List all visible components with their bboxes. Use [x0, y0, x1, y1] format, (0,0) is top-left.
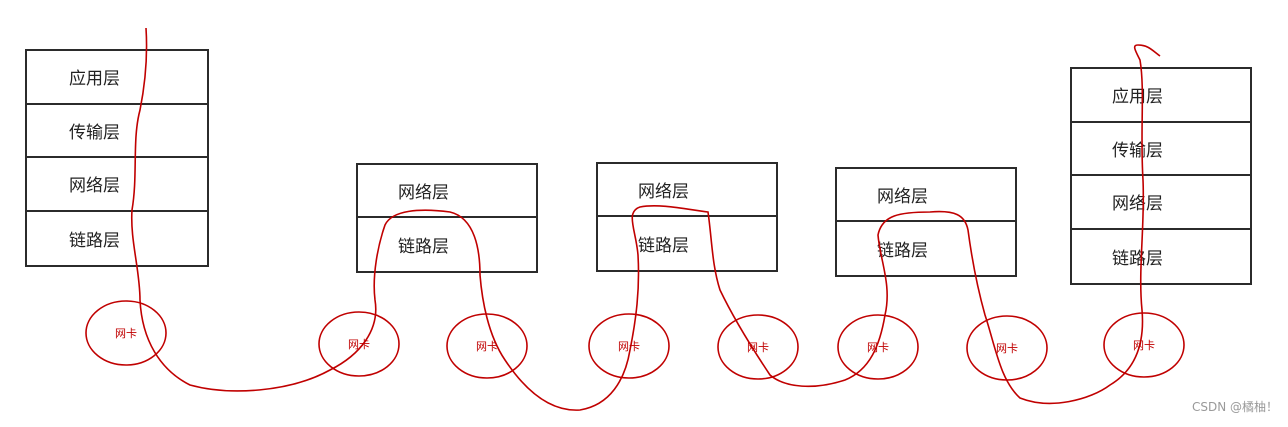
- router-2-stack: 网络层 链路层: [596, 162, 778, 272]
- nic-4: 网卡: [588, 313, 670, 379]
- nic-3: 网卡: [446, 313, 528, 379]
- nic-label: 网卡: [867, 341, 889, 354]
- layer-application: 应用层: [1072, 69, 1250, 123]
- layer-network: 网络层: [27, 158, 207, 212]
- host-b-stack: 应用层 传输层 网络层 链路层: [1070, 67, 1252, 285]
- nic-label: 网卡: [618, 340, 640, 353]
- layer-link: 链路层: [398, 237, 449, 257]
- nic-label: 网卡: [747, 341, 769, 354]
- layer-link: 链路层: [1112, 248, 1163, 269]
- router-3-stack: 网络层 链路层: [835, 167, 1017, 277]
- layer-application: 应用层: [27, 51, 207, 105]
- layer-network: 网络层: [358, 165, 536, 218]
- layer-transport: 传输层: [27, 105, 207, 158]
- layer-link: 链路层: [877, 241, 928, 261]
- nic-6: 网卡: [837, 314, 919, 380]
- layer-network: 网络层: [837, 169, 1015, 222]
- router-1-stack: 网络层 链路层: [356, 163, 538, 273]
- nic-7: 网卡: [966, 315, 1048, 381]
- nic-8: 网卡: [1103, 312, 1185, 378]
- nic-label: 网卡: [348, 338, 370, 351]
- layer-link: 链路层: [638, 236, 689, 256]
- nic-label: 网卡: [1133, 339, 1155, 352]
- layer-transport: 传输层: [1072, 123, 1250, 176]
- nic-2: 网卡: [318, 311, 400, 377]
- nic-label: 网卡: [476, 340, 498, 353]
- data-path-line: [130, 27, 1161, 411]
- host-a-stack: 应用层 传输层 网络层 链路层: [25, 49, 209, 267]
- layer-network: 网络层: [1072, 176, 1250, 230]
- layer-network: 网络层: [598, 164, 776, 217]
- nic-label: 网卡: [115, 327, 137, 340]
- nic-5: 网卡: [717, 314, 799, 380]
- nic-1: 网卡: [85, 300, 167, 366]
- nic-label: 网卡: [996, 342, 1018, 355]
- watermark: CSDN @橘柚！: [1191, 400, 1278, 414]
- layer-link: 链路层: [69, 230, 120, 251]
